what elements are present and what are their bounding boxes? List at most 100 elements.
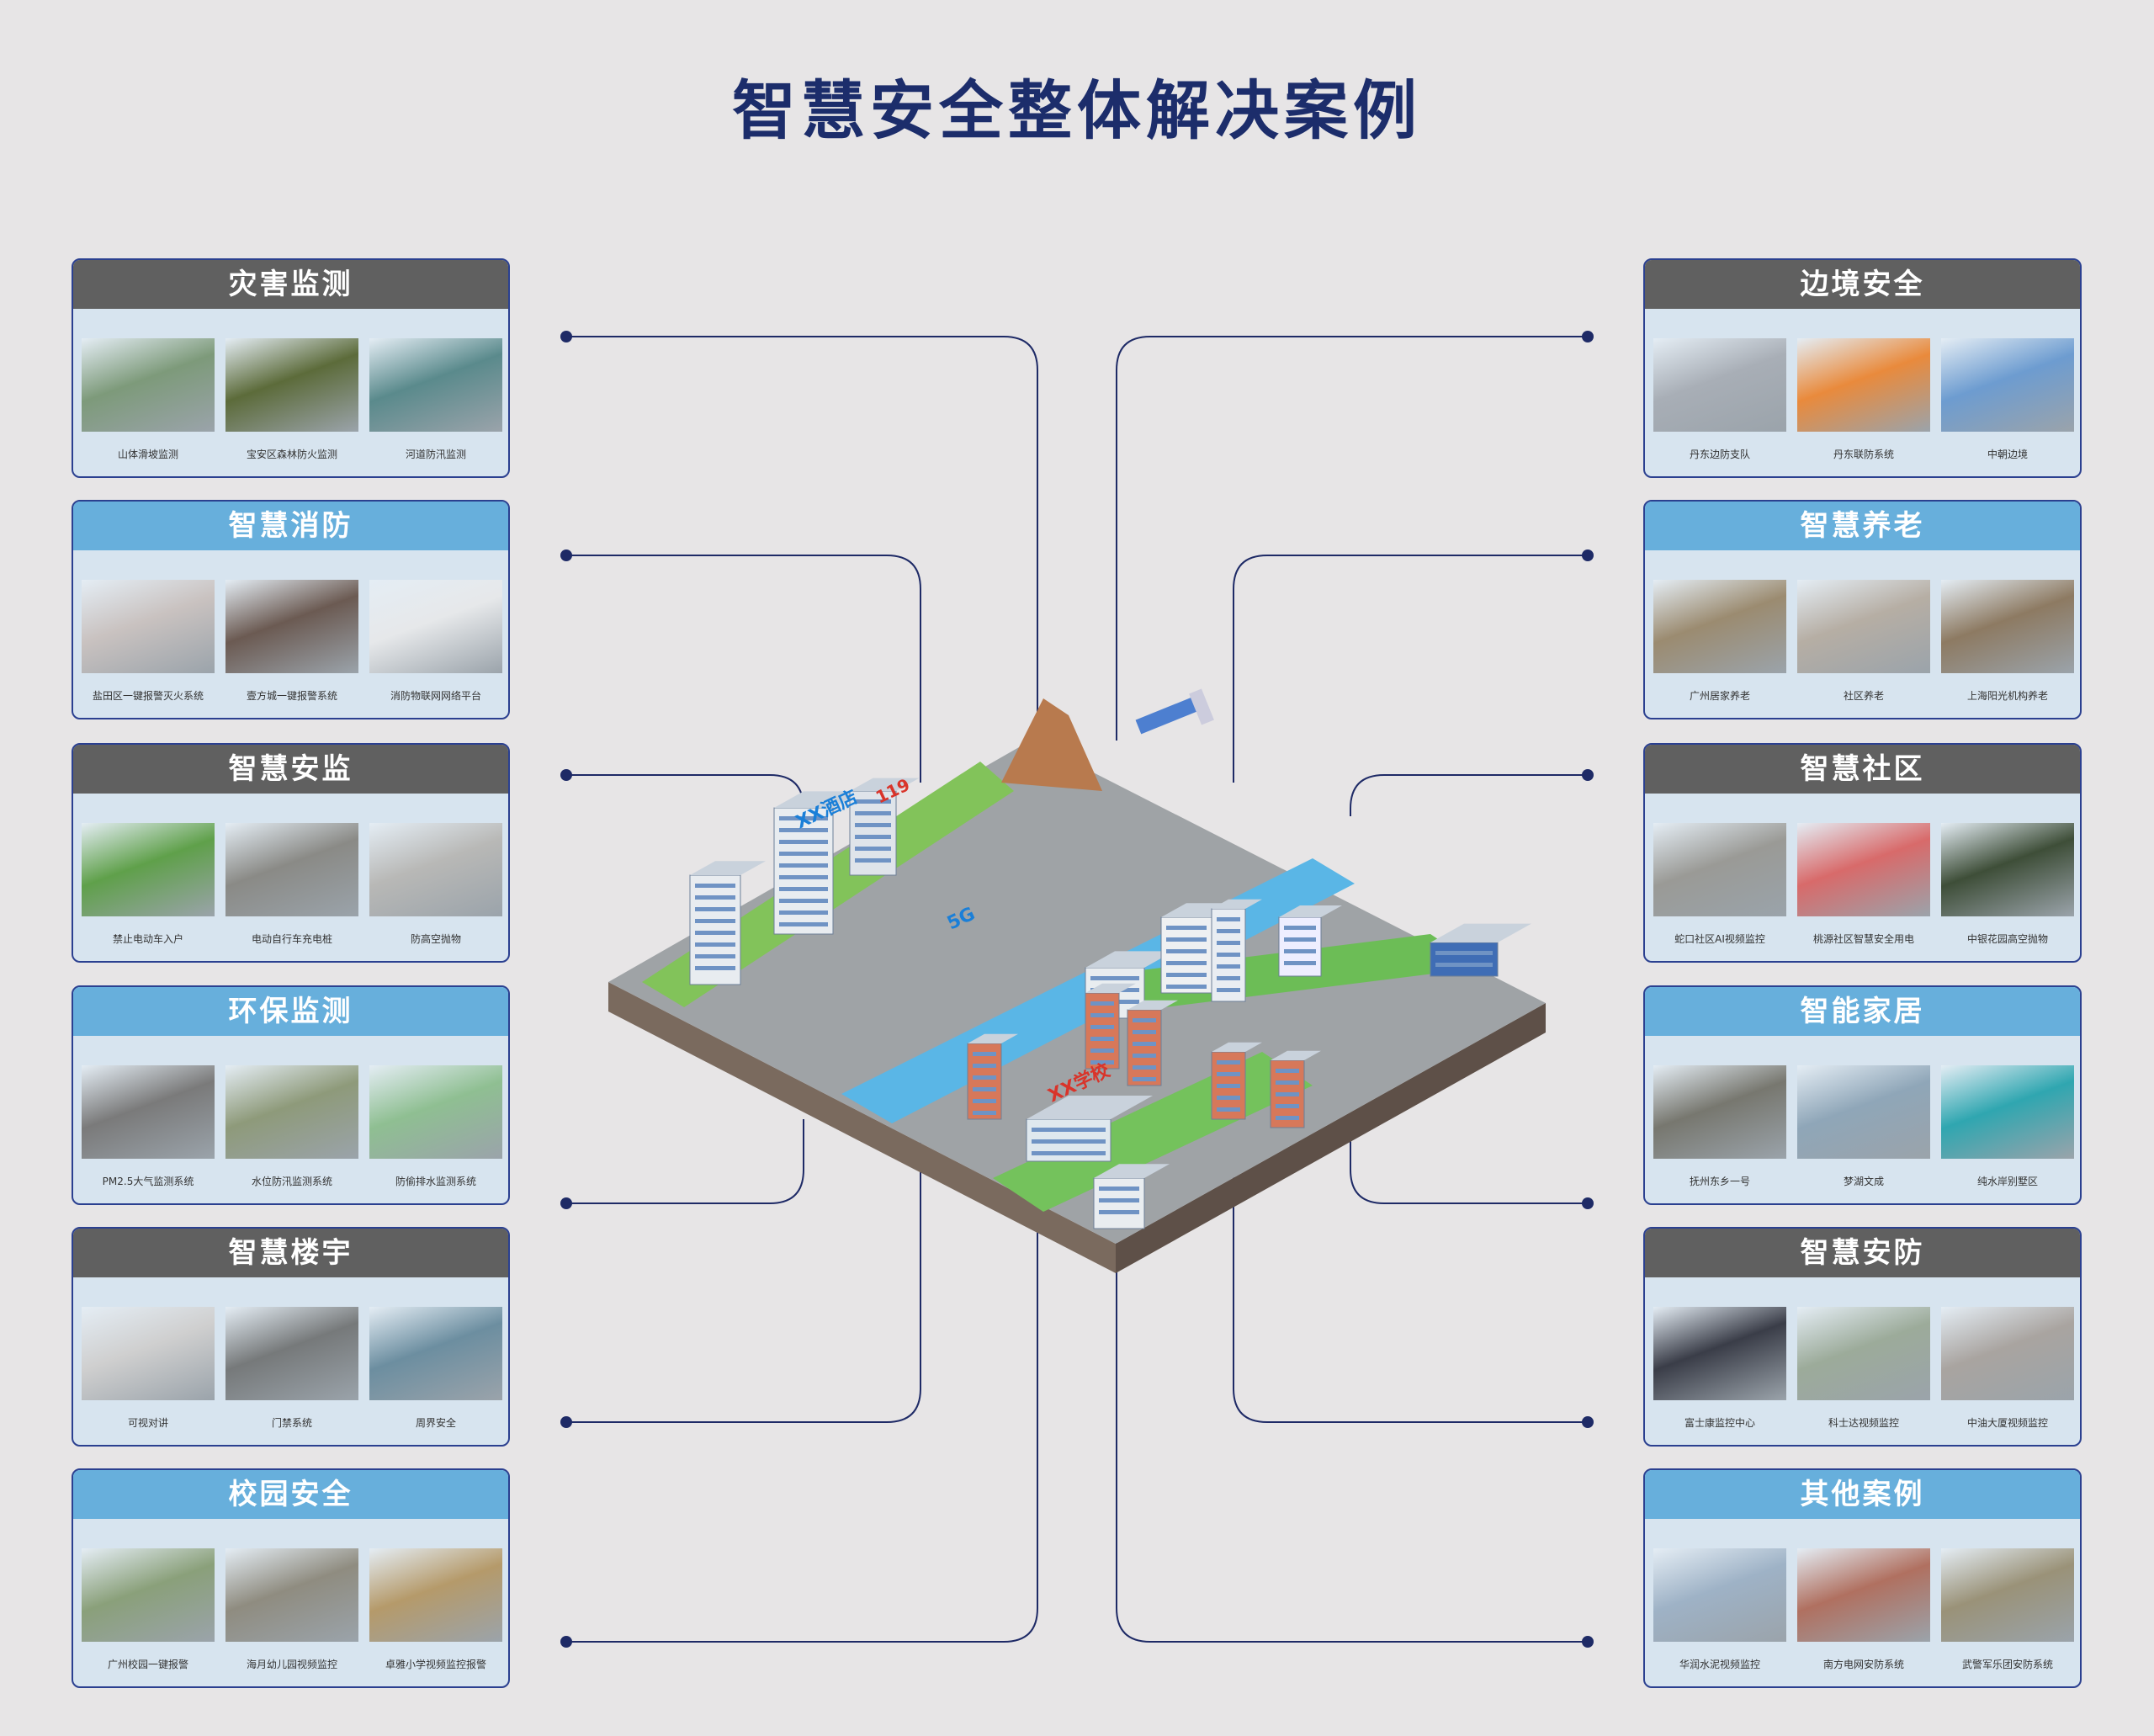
case-photo[interactable] bbox=[1797, 580, 1930, 673]
building-windows bbox=[973, 1087, 996, 1091]
building-windows bbox=[779, 863, 828, 868]
case-caption: 丹东边防支队 bbox=[1689, 449, 1750, 460]
case-photo[interactable] bbox=[1941, 1065, 2074, 1159]
case-photo[interactable] bbox=[225, 1307, 358, 1400]
case-photo[interactable] bbox=[369, 1065, 502, 1159]
building-windows bbox=[1166, 949, 1207, 953]
page-title: 智慧安全整体解决案例 bbox=[732, 73, 1422, 148]
panel-title: 环保监测 bbox=[73, 987, 508, 1036]
building-windows bbox=[1090, 1001, 1114, 1006]
connector-dot bbox=[1582, 1197, 1594, 1209]
building-windows bbox=[779, 828, 828, 832]
connector-dot bbox=[560, 549, 572, 561]
case-photo[interactable] bbox=[1941, 580, 2074, 673]
case-photo[interactable] bbox=[369, 580, 502, 673]
case-photo[interactable] bbox=[369, 338, 502, 432]
building-windows bbox=[695, 942, 735, 947]
building-roof bbox=[968, 1033, 1018, 1043]
building-windows bbox=[1217, 1072, 1240, 1076]
case-photo[interactable] bbox=[225, 580, 358, 673]
case-caption: 消防物联网网络平台 bbox=[390, 690, 481, 702]
case-caption: 社区养老 bbox=[1843, 690, 1884, 702]
building-roof bbox=[1127, 1000, 1178, 1010]
case-photo[interactable] bbox=[1941, 1548, 2074, 1642]
building-windows bbox=[1090, 1025, 1114, 1029]
case-photo[interactable] bbox=[82, 1307, 215, 1400]
case-photo[interactable] bbox=[1653, 1548, 1786, 1642]
building-windows bbox=[1284, 937, 1316, 942]
panel-right-3: 智能家居抚州东乡一号梦湖文成纯水岸别墅区 bbox=[1643, 985, 2082, 1205]
case-photo[interactable] bbox=[225, 338, 358, 432]
building-windows bbox=[973, 1075, 996, 1080]
building-windows bbox=[1435, 951, 1493, 955]
connector-dot bbox=[560, 769, 572, 781]
case-photo[interactable] bbox=[225, 1065, 358, 1159]
case-photo[interactable] bbox=[82, 338, 215, 432]
case-photo[interactable] bbox=[1653, 338, 1786, 432]
connector-line bbox=[566, 1119, 921, 1423]
panel-right-1: 智慧养老广州居家养老社区养老上海阳光机构养老 bbox=[1643, 500, 2082, 719]
building-windows bbox=[1166, 985, 1207, 989]
case-photo[interactable] bbox=[369, 1548, 502, 1642]
panel-title: 智慧楼宇 bbox=[73, 1229, 508, 1277]
case-caption: 中朝边境 bbox=[1987, 449, 2028, 460]
building-windows bbox=[1090, 1013, 1114, 1017]
building-windows bbox=[1284, 926, 1316, 930]
case-photo[interactable] bbox=[82, 823, 215, 916]
building-windows bbox=[695, 954, 735, 958]
building-windows bbox=[1217, 941, 1240, 945]
case-photo[interactable] bbox=[369, 1307, 502, 1400]
building-windows bbox=[1032, 1139, 1106, 1144]
case-caption: 纯水岸别墅区 bbox=[1976, 1176, 2038, 1187]
building-roof bbox=[1094, 1164, 1170, 1178]
connector-line bbox=[1116, 336, 1588, 741]
panel-right-4: 智慧安防富士康监控中心科士达视频监控中油大厦视频监控 bbox=[1643, 1227, 2082, 1447]
building-windows bbox=[695, 966, 735, 970]
building-windows bbox=[1217, 1084, 1240, 1088]
building-windows bbox=[1090, 976, 1139, 980]
connector-line bbox=[566, 1119, 804, 1204]
panel-title: 智慧社区 bbox=[1645, 745, 2080, 794]
case-caption: PM2.5大气监测系统 bbox=[102, 1176, 194, 1187]
building-windows bbox=[1133, 1065, 1156, 1070]
case-photo[interactable] bbox=[1653, 1065, 1786, 1159]
case-caption: 中银花园高空抛物 bbox=[1966, 933, 2048, 945]
case-photo[interactable] bbox=[1797, 1548, 1930, 1642]
connector-line bbox=[566, 1195, 1038, 1643]
case-photo[interactable] bbox=[1941, 823, 2074, 916]
case-photo[interactable] bbox=[82, 1548, 215, 1642]
case-photo[interactable] bbox=[1653, 580, 1786, 673]
building bbox=[1093, 1177, 1145, 1229]
case-caption: 广州校园一键报警 bbox=[107, 1659, 188, 1670]
case-photo[interactable] bbox=[369, 823, 502, 916]
case-photo[interactable] bbox=[1797, 1307, 1930, 1400]
case-caption: 宝安区森林防火监测 bbox=[246, 449, 337, 460]
case-photo[interactable] bbox=[1653, 823, 1786, 916]
building-windows bbox=[779, 887, 828, 891]
connector-line bbox=[1116, 1195, 1588, 1643]
building-windows bbox=[1090, 1037, 1114, 1041]
case-caption: 周界安全 bbox=[415, 1417, 456, 1429]
connector-line bbox=[566, 336, 1038, 741]
case-photo[interactable] bbox=[1941, 1307, 2074, 1400]
case-photo[interactable] bbox=[1797, 1065, 1930, 1159]
case-caption: 华润水泥视频监控 bbox=[1679, 1659, 1760, 1670]
connector-dot bbox=[1582, 1416, 1594, 1428]
case-photo[interactable] bbox=[1797, 823, 1930, 916]
building-windows bbox=[1217, 929, 1240, 933]
case-photo[interactable] bbox=[1941, 338, 2074, 432]
case-photo[interactable] bbox=[82, 580, 215, 673]
case-photo[interactable] bbox=[225, 1548, 358, 1642]
case-photo[interactable] bbox=[225, 823, 358, 916]
building-windows bbox=[1217, 1107, 1240, 1112]
case-photo[interactable] bbox=[82, 1065, 215, 1159]
building-windows bbox=[779, 922, 828, 926]
case-photo[interactable] bbox=[1797, 338, 1930, 432]
building-windows bbox=[1276, 1104, 1299, 1108]
building-windows bbox=[1276, 1080, 1299, 1085]
case-photo[interactable] bbox=[1653, 1307, 1786, 1400]
building-windows bbox=[1166, 973, 1207, 977]
building-windows bbox=[1133, 1042, 1156, 1046]
